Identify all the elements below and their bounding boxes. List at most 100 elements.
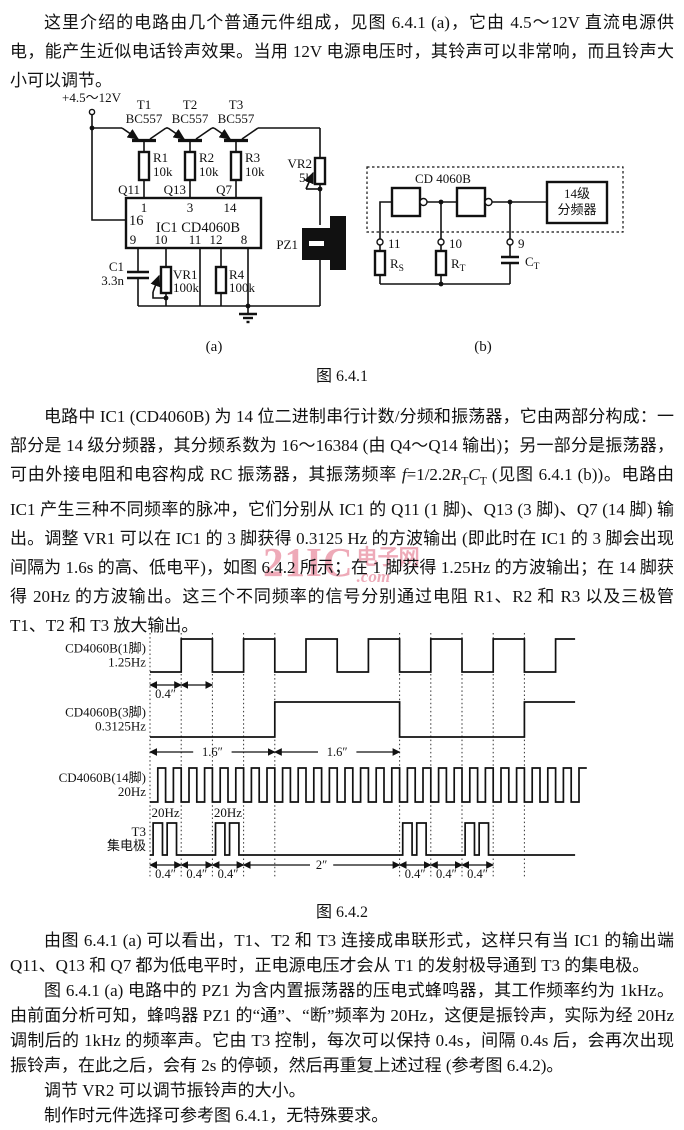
paragraph-intro: 这里介绍的电路由几个普通元件组成，见图 6.4.1 (a)，它由 4.5～12V…: [10, 13, 674, 90]
rt-label: RT: [451, 256, 466, 274]
circuit-a: +4.5～12V T1 BC557: [62, 90, 346, 355]
pin14-label: 14: [224, 200, 238, 215]
buzzer-pz1: PZ1: [276, 216, 346, 306]
figure-1-caption: 图 6.4.1: [315, 368, 368, 385]
r2-label: R2: [199, 150, 214, 165]
vr1-label: VR1: [173, 267, 198, 282]
r3-label: R3: [245, 150, 260, 165]
waveform-3: [150, 822, 576, 856]
t1-part-label: BC557: [126, 111, 163, 126]
power-terminal: [88, 108, 96, 116]
terminal-11-label: 11: [388, 236, 401, 251]
resistor-r4: R4 100k: [214, 248, 256, 306]
transistor-t3: T3 BC557: [213, 97, 259, 152]
c1-value: 3.3n: [101, 273, 124, 288]
capacitor-c1: C1 3.3n: [101, 248, 149, 306]
q11-label: Q11: [118, 182, 140, 197]
waveform-sublabel-3: 集电极: [107, 838, 146, 853]
waveform-label-0: CD4060B(1脚): [65, 641, 146, 656]
r4-value: 100k: [229, 280, 256, 295]
transistor-t1: T1 BC557: [121, 97, 167, 152]
dim-label: 1.6″: [202, 745, 223, 759]
dim-label: 0.4″: [218, 867, 239, 881]
terminal-10-label: 10: [449, 236, 462, 251]
waveform-label-3: T3: [132, 824, 146, 839]
r3-value: 10k: [245, 164, 265, 179]
timing-dimensions: 0.4″ 1.6″ 1.6″ 0.4″ 0.4″ 0.4″ 2″ 0.4″ 0.4″ 0.4″: [149, 681, 494, 881]
q13-label: Q13: [164, 182, 186, 197]
paragraph-buzzer: 图 6.4.1 (a) 电路中的 PZ1 为含内置振荡器的压电式蜂鸣器，其工作频…: [10, 981, 674, 1075]
r4-label: R4: [229, 267, 245, 282]
pin16-label: 16: [129, 213, 144, 229]
c1-label: C1: [109, 259, 124, 274]
subfigure-a-tag: (a): [206, 339, 223, 355]
vr1-value: 100k: [173, 280, 200, 295]
dim-label: 0.4″: [436, 867, 457, 881]
r1-label: R1: [153, 150, 168, 165]
waveform-0: [150, 638, 576, 673]
pin10-label: 10: [155, 232, 168, 247]
capacitor-ct: CT: [501, 245, 540, 284]
r1-value: 10k: [153, 164, 173, 179]
ground-symbol: [239, 306, 257, 324]
power-label: +4.5～12V: [62, 90, 122, 105]
terminal-10: [437, 238, 445, 246]
timing-waveforms: [150, 638, 587, 856]
divider-block: 14级 分频器: [545, 180, 609, 225]
dim-label: 0.4″: [186, 867, 207, 881]
figure-2-caption: 图 6.4.2: [315, 904, 368, 921]
dim-label: 0.4″: [155, 687, 176, 701]
dim-label: 0.4″: [155, 867, 176, 881]
pin8-label: 8: [241, 232, 248, 247]
dim-label: 1.6″: [327, 745, 348, 759]
resistor-r1: R1 10k: [137, 150, 173, 198]
dim-label: 0.4″: [467, 867, 488, 881]
potentiometer-vr2: VR2 5k: [287, 128, 327, 225]
pin12-label: 12: [210, 232, 223, 247]
figure-circuit-6-4-1: +4.5～12V T1 BC557: [62, 90, 624, 355]
t2-label: T2: [183, 97, 197, 112]
figure-timing-6-4-2: 0.4″ 1.6″ 1.6″ 0.4″ 0.4″ 0.4″ 2″ 0.4″ 0.4″ 0.4″ C…: [59, 633, 587, 881]
paragraph-circuit-description: 电路中 IC1 (CD4060B) 为 14 位二进制串行计数/分频和振荡器，它…: [10, 407, 674, 636]
waveform-label-1: CD4060B(3脚): [65, 705, 146, 720]
timing-row-labels: CD4060B(1脚)1.25HzCD4060B(3脚)0.3125HzCD40…: [59, 641, 147, 854]
paragraph-series-connection: 由图 6.4.1 (a) 可以看出，T1、T2 和 T3 连接成串联形式，这样只…: [10, 931, 674, 975]
waveform-2: [150, 767, 587, 803]
waveform-sublabel-0: 1.25Hz: [108, 655, 146, 670]
paragraph-components-note: 制作时元件选择可参考图 6.4.1，无特殊要求。: [44, 1106, 389, 1125]
ct-label: CT: [525, 254, 540, 272]
t3-part-label: BC557: [218, 111, 255, 126]
terminal-11: [376, 238, 384, 246]
t1-label: T1: [137, 97, 151, 112]
dim-label: 2″: [316, 858, 327, 872]
t2-part-label: BC557: [172, 111, 209, 126]
inverter-gate-2: [455, 186, 493, 218]
circuit-b: CD 4060B 14级 分频器: [366, 166, 624, 355]
r2-value: 10k: [199, 164, 219, 179]
terminal-9-label: 9: [518, 236, 525, 251]
resistor-rs: RS: [373, 245, 404, 284]
t3-label: T3: [229, 97, 243, 112]
pin1-label: 1: [141, 200, 148, 215]
transistor-t2: T2 BC557: [167, 97, 213, 152]
waveform-1: [150, 701, 576, 738]
potentiometer-vr1: VR1 100k: [150, 248, 200, 306]
rs-label: RS: [390, 256, 404, 274]
waveform-label-2: CD4060B(14脚): [59, 770, 146, 785]
waveform-sublabel-1: 0.3125Hz: [95, 719, 146, 734]
ic1-cd4060b: 1 3 14 16 IC1 CD4060B 9 10 11 12 8: [124, 196, 263, 250]
divider-line2: 分频器: [557, 202, 596, 217]
pz1-label: PZ1: [276, 237, 298, 252]
cd4060b-label: CD 4060B: [415, 171, 471, 186]
divider-line1: 14级: [564, 186, 590, 201]
dim-label: 0.4″: [405, 867, 426, 881]
vr2-label: VR2: [287, 156, 312, 171]
ic1-label: IC1 CD4060B: [156, 220, 240, 236]
waveform-sublabel-2: 20Hz: [118, 784, 146, 799]
subfigure-b-tag: (b): [474, 339, 492, 355]
pin9-label: 9: [130, 232, 137, 247]
resistor-r3: R3 10k: [229, 150, 265, 198]
q7-label: Q7: [216, 182, 232, 197]
